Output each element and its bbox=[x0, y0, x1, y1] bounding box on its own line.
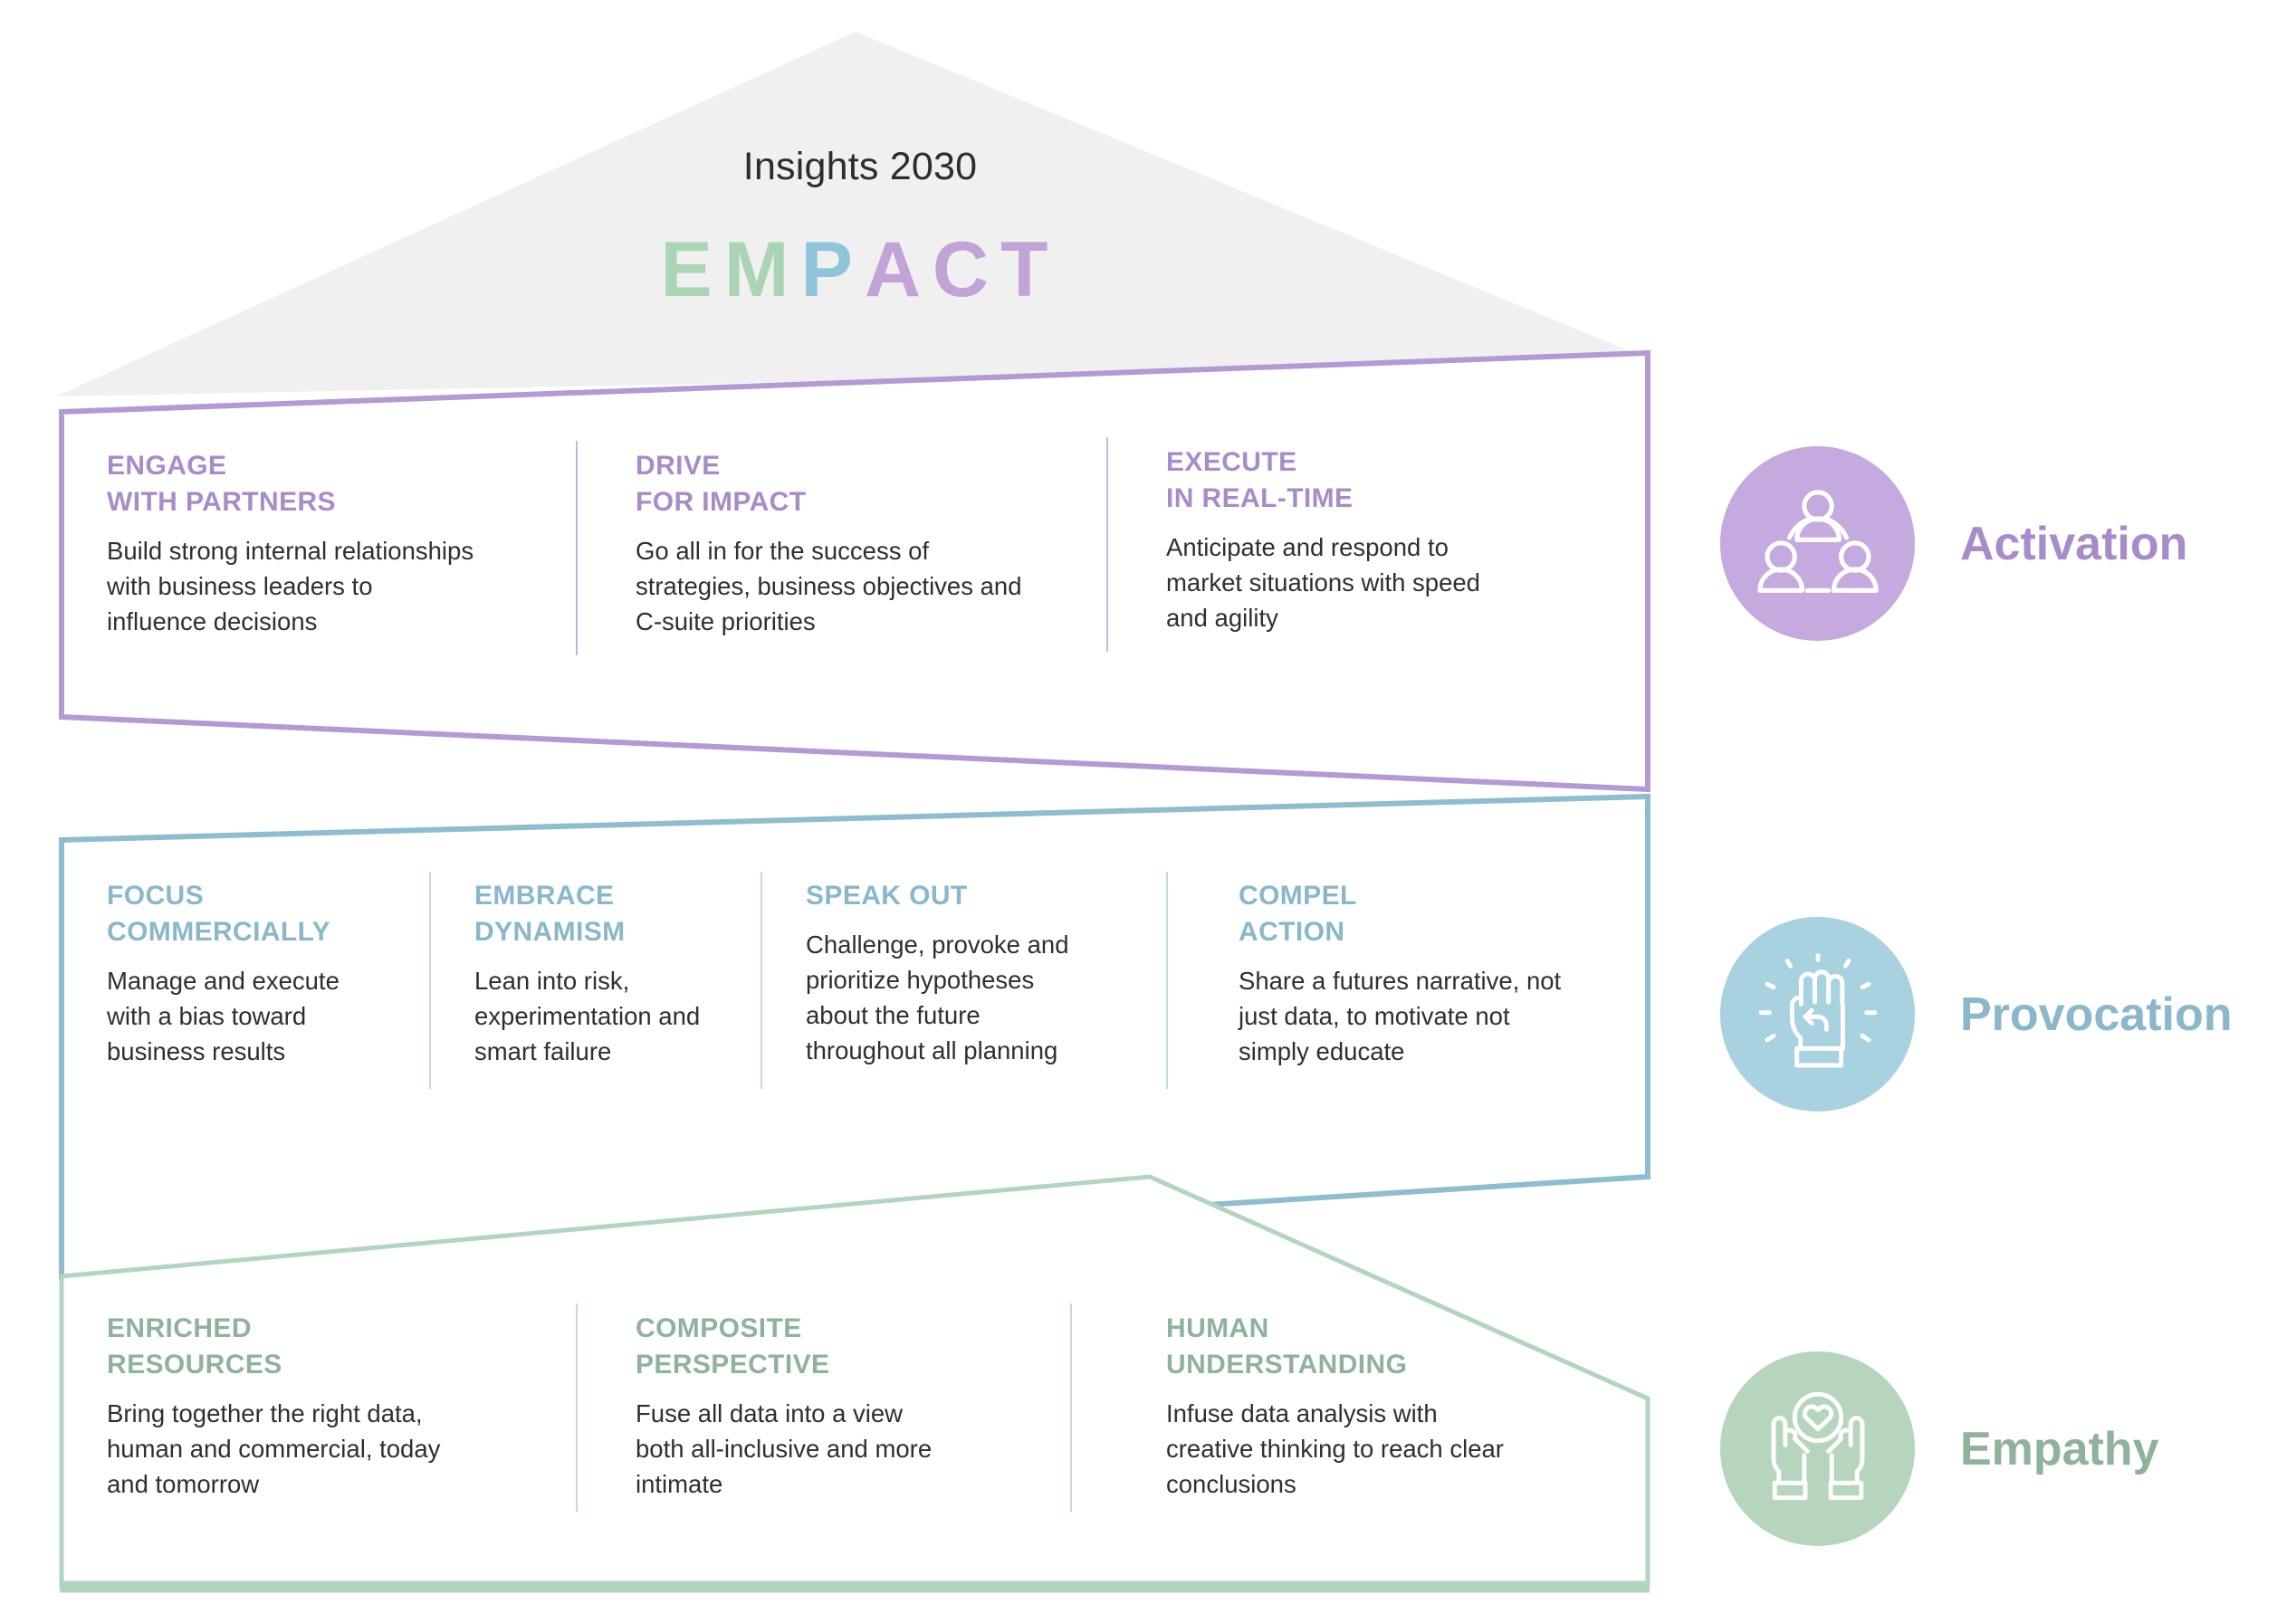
pillar-divider bbox=[1166, 872, 1168, 1089]
legend-row-activation: Activation bbox=[1720, 446, 2187, 641]
legend-label-activation: Activation bbox=[1960, 517, 2188, 570]
pillar-divider bbox=[576, 1303, 578, 1512]
pillar-heading: ENRICHED RESOURCES bbox=[107, 1313, 282, 1379]
pillar-human-understanding: HUMAN UNDERSTANDING Infuse data analysis… bbox=[1166, 1311, 1619, 1502]
pillar-enriched-resources: ENRICHED RESOURCES Bring together the ri… bbox=[107, 1311, 560, 1502]
pillar-divider bbox=[429, 872, 431, 1089]
pillar-compel-action: COMPEL ACTION Share a futures narrative,… bbox=[1239, 878, 1655, 1069]
pillar-heading: HUMAN UNDERSTANDING bbox=[1166, 1313, 1408, 1379]
pillar-body: Challenge, provoke and prioritize hypoth… bbox=[806, 930, 1069, 1065]
pillar-body: Go all in for the success of strategies,… bbox=[636, 536, 1022, 635]
pillar-body: Share a futures narrative, not just data… bbox=[1239, 966, 1562, 1065]
people-network-icon bbox=[1756, 489, 1879, 593]
pillar-body: Bring together the right data, human and… bbox=[107, 1398, 441, 1498]
pillar-drive-for-impact: DRIVE FOR IMPACT Go all in for the succe… bbox=[636, 448, 1097, 639]
pillar-heading: ENGAGE WITH PARTNERS bbox=[107, 451, 336, 517]
pillar-body: Lean into risk, experimentation and smar… bbox=[474, 966, 701, 1065]
pillar-divider bbox=[576, 441, 578, 655]
pillar-heading: EMBRACE DYNAMISM bbox=[474, 881, 626, 947]
pillar-divider bbox=[1070, 1303, 1072, 1512]
pillar-engage-with-partners: ENGAGE WITH PARTNERS Build strong intern… bbox=[107, 448, 560, 639]
empact-acronym: EMPACT bbox=[507, 231, 1213, 309]
pillar-execute-in-real-time: EXECUTE IN REAL-TIME Anticipate and resp… bbox=[1166, 444, 1619, 635]
activation-badge bbox=[1720, 446, 1915, 641]
acronym-letter-c-4: C bbox=[932, 226, 1001, 313]
acronym-letter-m-1: M bbox=[723, 226, 801, 313]
legend-label-provocation: Provocation bbox=[1960, 988, 2233, 1041]
pillar-body: Infuse data analysis with creative think… bbox=[1166, 1398, 1504, 1498]
pillar-heading: FOCUS COMMERCIALLY bbox=[107, 881, 331, 947]
pillar-composite-perspective: COMPOSITE PERSPECTIVE Fuse all data into… bbox=[636, 1311, 1061, 1502]
pillar-divider bbox=[761, 872, 762, 1089]
empathy-badge bbox=[1720, 1351, 1915, 1546]
provocation-badge bbox=[1720, 917, 1915, 1112]
pillar-heading: EXECUTE IN REAL-TIME bbox=[1166, 447, 1354, 513]
legend-label-empathy: Empathy bbox=[1960, 1422, 2159, 1475]
pillar-heading: SPEAK OUT bbox=[806, 881, 968, 911]
raised-fist-icon bbox=[1758, 952, 1877, 1067]
pillar-heading: COMPOSITE PERSPECTIVE bbox=[636, 1313, 830, 1379]
acronym-letter-p-2: P bbox=[800, 226, 865, 313]
pillar-body: Manage and execute with a bias toward bu… bbox=[107, 966, 340, 1065]
pillar-speak-out: SPEAK OUT Challenge, provoke and priorit… bbox=[806, 878, 1150, 1068]
pillar-focus-commercially: FOCUS COMMERCIALLY Manage and execute wi… bbox=[107, 878, 406, 1069]
hands-heart-icon bbox=[1771, 1391, 1864, 1500]
pillar-body: Anticipate and respond to market situati… bbox=[1166, 532, 1480, 632]
roof-text-block: Insights 2030 EMPACT bbox=[507, 145, 1213, 309]
pillar-body: Fuse all data into a view both all-inclu… bbox=[636, 1398, 933, 1498]
page-title: Insights 2030 bbox=[742, 145, 978, 188]
legend-row-empathy: Empathy bbox=[1720, 1351, 2159, 1546]
pillar-heading: COMPEL ACTION bbox=[1239, 881, 1357, 947]
legend-row-provocation: Provocation bbox=[1720, 917, 2233, 1112]
acronym-letter-t-5: T bbox=[1000, 226, 1060, 313]
pillar-body: Build strong internal relationships with… bbox=[107, 536, 474, 635]
acronym-letter-e-0: E bbox=[660, 226, 724, 313]
pillar-embrace-dynamism: EMBRACE DYNAMISM Lean into risk, experim… bbox=[474, 878, 755, 1069]
pillar-divider bbox=[1106, 437, 1108, 652]
pillar-heading: DRIVE FOR IMPACT bbox=[636, 451, 807, 517]
acronym-letter-a-3: A bbox=[864, 226, 933, 313]
